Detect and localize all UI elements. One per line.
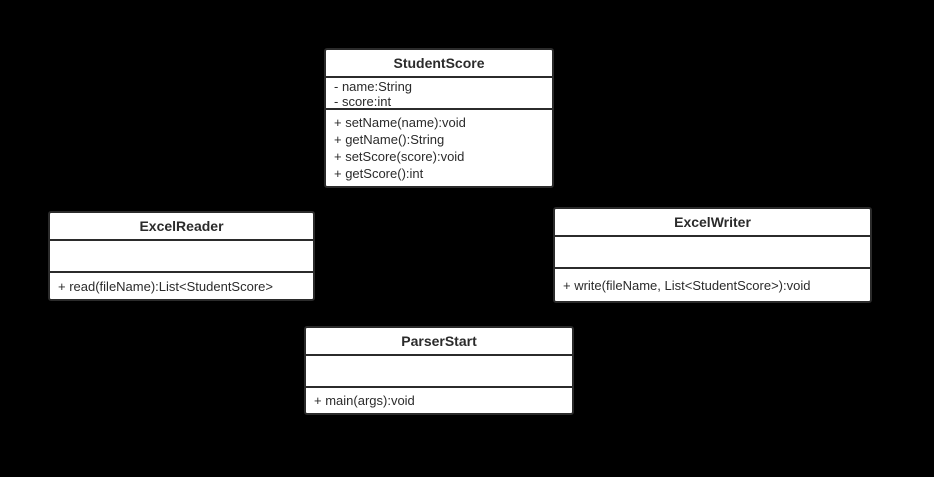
method: + getName():String (334, 132, 445, 147)
method: + main(args):void (314, 393, 415, 408)
methods-compartment: + main(args):void (306, 388, 572, 413)
class-box-excelwriter: ExcelWriter + write(fileName, List<Stude… (553, 207, 872, 303)
attributes-compartment (306, 356, 572, 388)
attributes-compartment (50, 241, 313, 273)
methods-compartment: + read(fileName):List<StudentScore> (50, 273, 313, 299)
method: + setName(name):void (334, 115, 466, 130)
attributes-compartment (555, 237, 870, 269)
method: + read(fileName):List<StudentScore> (58, 278, 273, 294)
class-name: ExcelReader (50, 213, 313, 241)
attribute: - score:int (334, 94, 392, 109)
attributes-compartment: - name:String - score:int (326, 78, 552, 110)
class-name: ExcelWriter (555, 209, 870, 237)
method: + getScore():int (334, 166, 424, 181)
class-box-parserstart: ParserStart + main(args):void (304, 326, 574, 415)
class-name: ParserStart (306, 328, 572, 356)
methods-compartment: + write(fileName, List<StudentScore>):vo… (555, 269, 870, 301)
method: + setScore(score):void (334, 149, 465, 164)
method: + write(fileName, List<StudentScore>):vo… (563, 277, 811, 293)
attribute: - name:String (334, 79, 413, 94)
class-name: StudentScore (326, 50, 552, 78)
class-box-studentscore: StudentScore - name:String - score:int +… (324, 48, 554, 188)
class-box-excelreader: ExcelReader + read(fileName):List<Studen… (48, 211, 315, 301)
methods-compartment: + setName(name):void + getName():String … (326, 110, 552, 186)
